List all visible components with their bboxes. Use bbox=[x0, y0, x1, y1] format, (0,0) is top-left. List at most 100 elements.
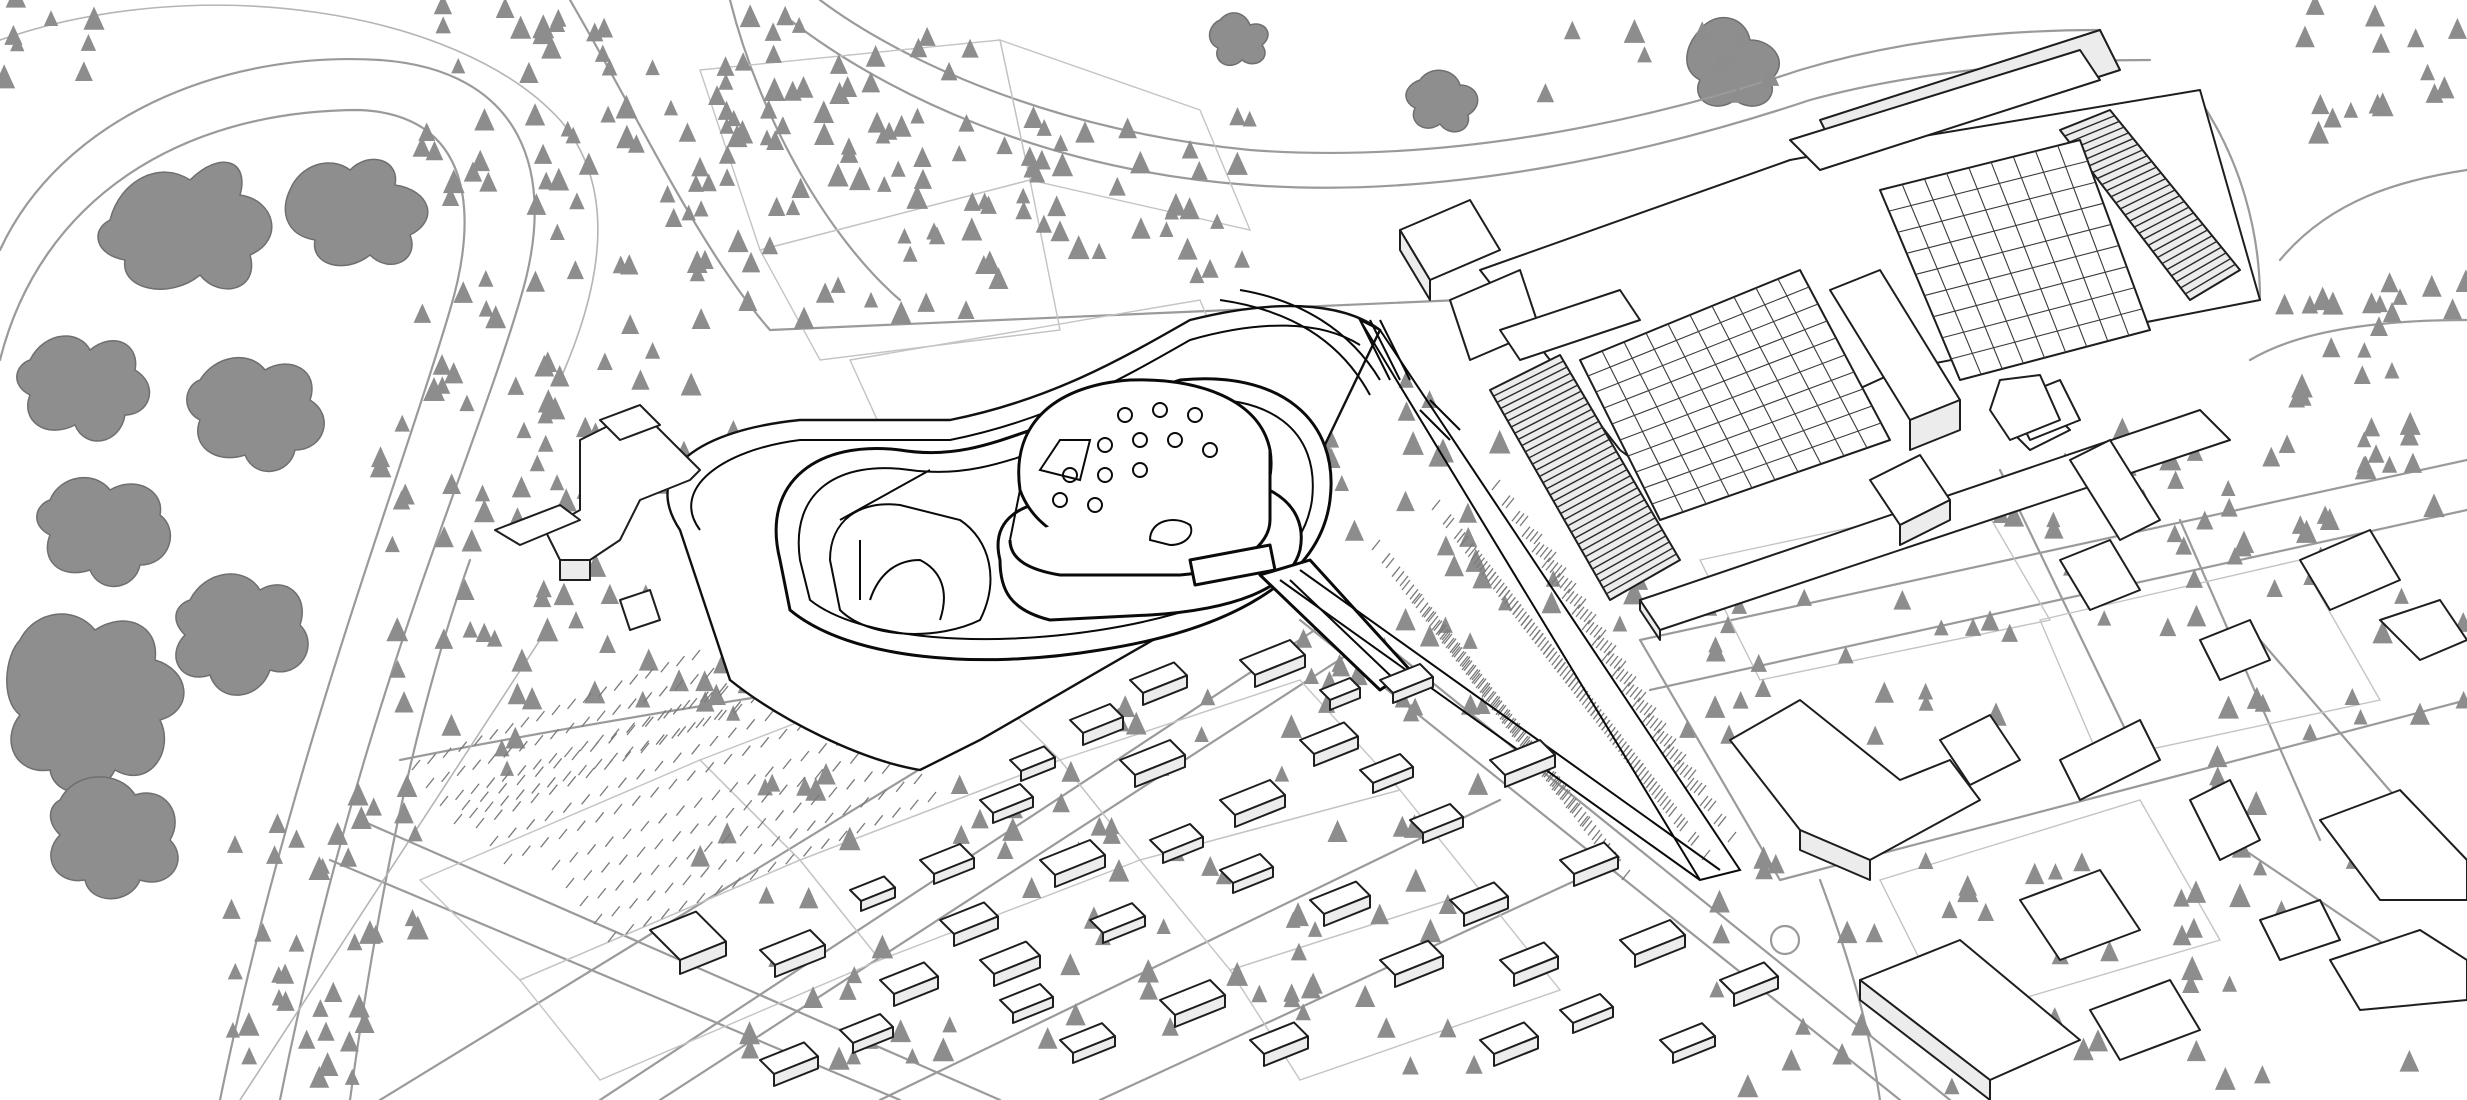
house-wall-5 bbox=[860, 886, 896, 912]
parking-stall-508 bbox=[1645, 715, 1655, 727]
parking-stall-233 bbox=[531, 783, 541, 794]
tree-475 bbox=[1161, 1017, 1179, 1036]
tree-359 bbox=[1623, 580, 1645, 605]
parking-stall-210 bbox=[455, 789, 465, 801]
parking-stall-65 bbox=[650, 786, 660, 798]
parking-stall-407 bbox=[1548, 651, 1558, 662]
parking-stall-30 bbox=[677, 725, 687, 737]
tree-211 bbox=[529, 454, 545, 472]
tree-76 bbox=[791, 16, 807, 33]
parking-stall-144 bbox=[789, 828, 799, 839]
tree-629 bbox=[1760, 65, 1780, 86]
hatch1-line-13 bbox=[1535, 432, 1607, 471]
parking-stall-141 bbox=[735, 851, 745, 863]
tree-523 bbox=[942, 1016, 958, 1033]
tree-619 bbox=[2368, 93, 2387, 114]
parking-stall-214 bbox=[517, 765, 527, 776]
parking-stall-155 bbox=[660, 908, 670, 920]
parking-stall-345 bbox=[1471, 669, 1481, 681]
tree-39 bbox=[645, 342, 661, 359]
tree-48 bbox=[612, 255, 629, 274]
parking-stall-544 bbox=[1653, 720, 1663, 732]
parking-stall-266 bbox=[1385, 557, 1395, 569]
parking-stall-364 bbox=[1464, 542, 1474, 554]
tree-337 bbox=[1303, 667, 1319, 685]
parking-stall-8 bbox=[608, 732, 618, 744]
tree-421 bbox=[2186, 604, 2207, 627]
parking-stall-502 bbox=[1585, 622, 1595, 633]
hatch1-line-19 bbox=[1556, 468, 1628, 508]
parking-stall-108 bbox=[796, 776, 806, 788]
parking-stall-511 bbox=[1675, 762, 1685, 773]
tree-114 bbox=[863, 291, 879, 308]
tree-165 bbox=[1035, 214, 1053, 233]
tree-213 bbox=[384, 535, 400, 553]
parking-stall-565 bbox=[1687, 769, 1697, 781]
parking-stall-51 bbox=[727, 727, 737, 739]
tree-399 bbox=[2003, 504, 2025, 527]
tree-559 bbox=[2047, 863, 2063, 880]
house-wall-30 bbox=[679, 940, 727, 975]
hatch2-line-27 bbox=[2185, 263, 2236, 295]
parking-stall-39 bbox=[507, 827, 517, 839]
tree-487 bbox=[1307, 921, 1323, 937]
tree-145 bbox=[867, 111, 887, 133]
tree-587 bbox=[2182, 974, 2200, 994]
parking-stall-290 bbox=[1449, 642, 1459, 654]
tree-381 bbox=[1893, 590, 1912, 610]
hatch2-line-4 bbox=[2078, 132, 2129, 155]
tree-86 bbox=[718, 73, 734, 90]
tree-519 bbox=[996, 840, 1014, 860]
parking-stall-105 bbox=[743, 799, 753, 811]
tree-46 bbox=[413, 303, 432, 323]
tree-16 bbox=[578, 152, 599, 175]
tree-243 bbox=[324, 981, 343, 1002]
tree-366 bbox=[1754, 678, 1772, 698]
parking-stall-6 bbox=[571, 749, 581, 761]
parking-stall-409 bbox=[1570, 680, 1580, 691]
parking-stall-541 bbox=[1623, 673, 1633, 685]
parking-stall-180 bbox=[551, 704, 561, 716]
house-wall-9 bbox=[1102, 915, 1146, 944]
tree-293 bbox=[638, 648, 659, 671]
parking-stall-0 bbox=[461, 799, 471, 811]
tree-488 bbox=[1290, 942, 1307, 961]
tree-136 bbox=[910, 107, 925, 124]
parking-stall-547 bbox=[1683, 766, 1693, 778]
tree-570 bbox=[2185, 880, 2207, 903]
parking-stall-234 bbox=[546, 776, 556, 788]
tree-508 bbox=[839, 980, 857, 1000]
tree-328 bbox=[1331, 656, 1351, 677]
parking-stall-426 bbox=[1562, 669, 1572, 680]
parking-stall-569 bbox=[1727, 831, 1737, 843]
tree-224 bbox=[395, 483, 415, 505]
hatch1-line-1 bbox=[1493, 360, 1564, 397]
parking-stall-49 bbox=[691, 743, 701, 755]
tree-385 bbox=[2381, 455, 2398, 473]
parking-stall-422 bbox=[1517, 611, 1527, 623]
parking-stall-99 bbox=[636, 846, 646, 858]
grid1-v-4 bbox=[1611, 337, 1837, 425]
tree-427 bbox=[2175, 536, 2193, 555]
parking-stall-249 bbox=[1391, 566, 1401, 578]
tree-532 bbox=[1061, 760, 1081, 782]
parking-stall-413 bbox=[1615, 737, 1625, 749]
tree-128 bbox=[829, 81, 850, 104]
house-wall-11 bbox=[1313, 735, 1359, 767]
parking-stall-84 bbox=[693, 797, 703, 809]
parking-stall-176 bbox=[489, 729, 499, 740]
parking-stall-354 bbox=[1561, 789, 1571, 801]
parking-stall-440 bbox=[1520, 614, 1530, 626]
parking-stall-538 bbox=[1593, 626, 1603, 638]
parking-stall-50 bbox=[709, 735, 719, 747]
tree-67 bbox=[560, 120, 575, 137]
tree-61 bbox=[566, 260, 584, 280]
tree-159 bbox=[1131, 217, 1151, 239]
parking-stall-294 bbox=[1489, 695, 1499, 707]
tree-147 bbox=[719, 168, 736, 186]
house-wall-1 bbox=[1020, 756, 1056, 782]
tree-135 bbox=[776, 5, 794, 26]
tree-25 bbox=[680, 372, 702, 396]
parking-stall-137 bbox=[664, 882, 674, 894]
hatch1-line-7 bbox=[1514, 396, 1586, 434]
